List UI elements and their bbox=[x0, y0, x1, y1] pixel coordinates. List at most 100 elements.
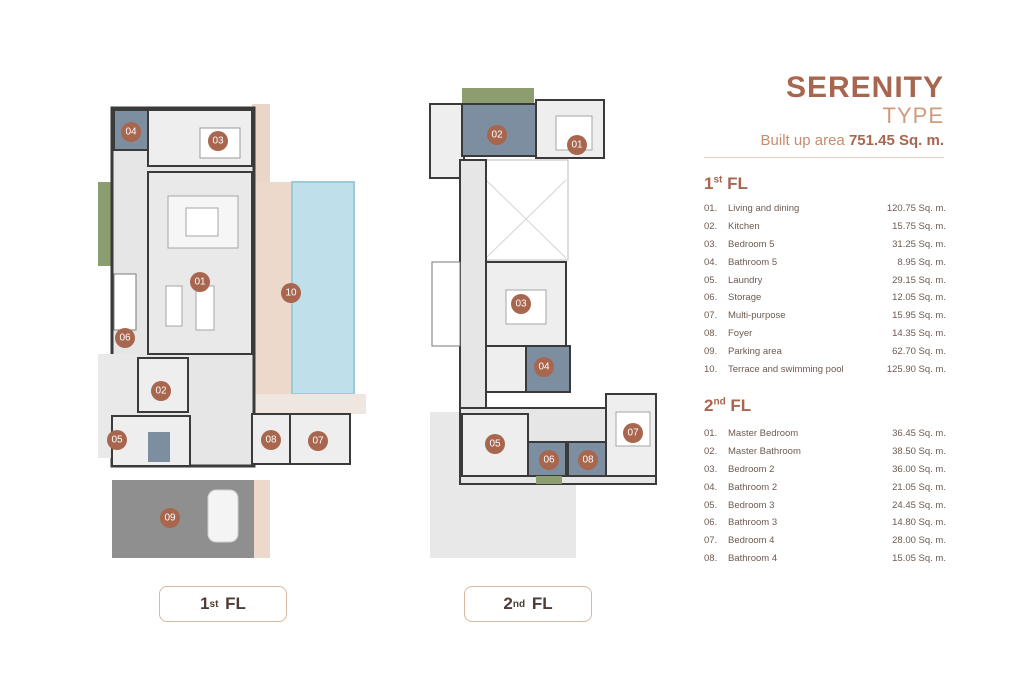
room-number: 05. bbox=[704, 274, 718, 286]
bedroom-3-room bbox=[461, 413, 529, 477]
room-name: Master Bedroom bbox=[728, 428, 799, 440]
room-number: 10. bbox=[704, 363, 718, 375]
room-number: 07. bbox=[704, 310, 718, 322]
room-area: 24.45 Sq. m. bbox=[892, 499, 946, 511]
void-cross-line bbox=[485, 179, 567, 259]
marker-1f-04: 04 bbox=[121, 122, 141, 142]
schedule-heading-text: FL bbox=[730, 396, 752, 415]
room-area: 62.70 Sq. m. bbox=[892, 345, 946, 357]
room-area: 29.15 Sq. m. bbox=[892, 274, 946, 286]
room-area: 14.35 Sq. m. bbox=[892, 327, 946, 339]
room-number: 06. bbox=[704, 517, 718, 529]
first-floor-plan bbox=[98, 104, 366, 558]
marker-1f-09: 09 bbox=[160, 508, 180, 528]
room-number: 07. bbox=[704, 535, 718, 547]
room-name: Bathroom 4 bbox=[728, 552, 778, 564]
room-area: 36.00 Sq. m. bbox=[892, 463, 946, 475]
room-area: 15.95 Sq. m. bbox=[892, 310, 946, 322]
room-markers: 04 03 01 10 06 02 05 08 07 09 02 01 03 0… bbox=[107, 122, 643, 528]
marker-label: 07 bbox=[312, 436, 324, 447]
stair-1f bbox=[113, 273, 137, 331]
floor-ordinal-suffix: st bbox=[209, 598, 219, 610]
marker-2f-07: 07 bbox=[623, 423, 643, 443]
marker-label: 03 bbox=[515, 299, 527, 310]
marker-label: 09 bbox=[164, 513, 176, 524]
room-area: 15.75 Sq. m. bbox=[892, 221, 946, 233]
room-number: 02. bbox=[704, 221, 718, 233]
schedule-ordinal-num: 2 bbox=[704, 396, 714, 415]
room-name: Bedroom 2 bbox=[728, 463, 775, 475]
marker-label: 08 bbox=[582, 455, 594, 466]
pool-deck bbox=[254, 394, 366, 414]
marker-1f-02: 02 bbox=[151, 381, 171, 401]
room-name: Foyer bbox=[728, 327, 753, 339]
marker-label: 07 bbox=[627, 428, 639, 439]
coffee-table-icon bbox=[185, 207, 219, 237]
room-name: Storage bbox=[728, 292, 762, 304]
parking-deck bbox=[254, 480, 270, 558]
marker-label: 01 bbox=[571, 140, 583, 151]
stair-2f bbox=[431, 261, 461, 347]
island-icon bbox=[165, 285, 183, 327]
room-row: 03. Bedroom 2 36.00 Sq. m. bbox=[704, 461, 946, 479]
schedule-ordinal-num: 1 bbox=[704, 174, 714, 193]
marker-label: 10 bbox=[285, 288, 297, 299]
room-name: Multi-purpose bbox=[728, 310, 786, 322]
room-number: 08. bbox=[704, 327, 718, 339]
room-name: Terrace and swimming pool bbox=[728, 363, 844, 375]
marker-2f-05: 05 bbox=[485, 434, 505, 454]
room-area: 15.05 Sq. m. bbox=[892, 552, 946, 564]
marker-label: 03 bbox=[212, 136, 224, 147]
marker-2f-02: 02 bbox=[487, 125, 507, 145]
room-name: Bedroom 3 bbox=[728, 499, 775, 511]
marker-label: 04 bbox=[125, 127, 137, 138]
room-number: 02. bbox=[704, 446, 718, 458]
corridor-2f bbox=[459, 159, 487, 413]
marker-2f-06: 06 bbox=[539, 450, 559, 470]
room-number: 04. bbox=[704, 481, 718, 493]
car-icon bbox=[207, 489, 239, 543]
schedule-heading-2f: 2nd FL bbox=[704, 396, 751, 416]
dining-table-icon bbox=[195, 285, 215, 331]
title-divider bbox=[704, 157, 944, 158]
floor-ordinal-num: 1 bbox=[200, 594, 210, 613]
floor-ordinal-suffix: nd bbox=[512, 598, 526, 610]
schedule-heading-1f: 1st FL bbox=[704, 174, 748, 194]
marker-label: 06 bbox=[119, 333, 131, 344]
laundry-bath bbox=[148, 432, 170, 462]
schedule-heading-text: FL bbox=[727, 174, 748, 193]
marker-label: 06 bbox=[543, 455, 555, 466]
room-number: 01. bbox=[704, 428, 718, 440]
marker-1f-01: 01 bbox=[190, 272, 210, 292]
room-number: 03. bbox=[704, 463, 718, 475]
room-name: Bathroom 5 bbox=[728, 256, 778, 268]
marker-label: 01 bbox=[194, 277, 206, 288]
schedule-ordinal-suffix: st bbox=[713, 174, 723, 186]
marker-label: 02 bbox=[155, 386, 167, 397]
floor-label-text: FL bbox=[225, 594, 246, 613]
marker-label: 05 bbox=[489, 439, 501, 450]
room-number: 05. bbox=[704, 499, 718, 511]
marker-1f-06: 06 bbox=[115, 328, 135, 348]
type-name: SERENITY bbox=[785, 71, 944, 104]
room-number: 03. bbox=[704, 238, 718, 250]
room-name: Kitchen bbox=[728, 221, 760, 233]
room-number: 04. bbox=[704, 256, 718, 268]
deck-strip bbox=[252, 104, 270, 184]
room-area: 38.50 Sq. m. bbox=[892, 446, 946, 458]
marker-label: 08 bbox=[265, 435, 277, 446]
room-number: 06. bbox=[704, 292, 718, 304]
